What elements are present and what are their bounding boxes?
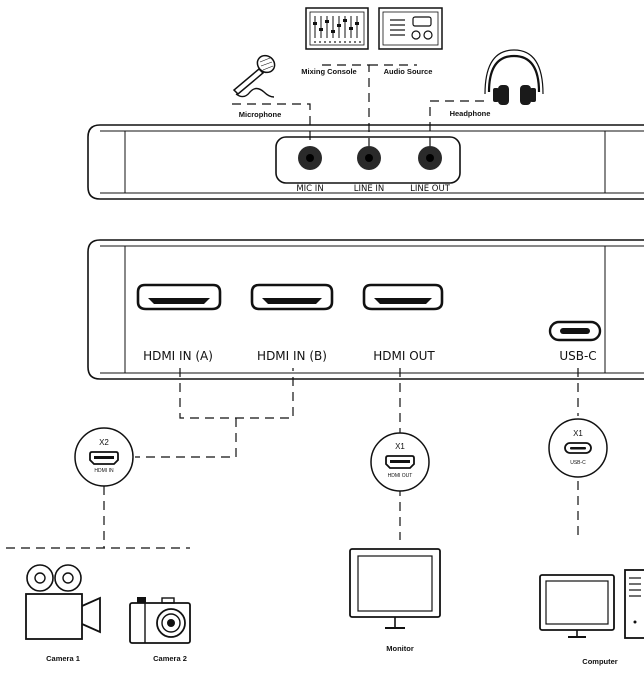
usb-c-icon — [564, 442, 592, 454]
hdmi-in-a-port — [136, 283, 222, 311]
mic-in-jack — [298, 146, 322, 170]
microphone-icon — [232, 54, 276, 98]
hdmi-in-b-label: HDMI IN (B) — [257, 349, 327, 363]
badge-hdmi-out-label: HDMI OUT — [388, 473, 413, 479]
mixing-console-icon — [305, 7, 369, 50]
computer-label: Computer — [582, 657, 617, 666]
camera1-label: Camera 1 — [46, 654, 80, 663]
hdmi-out-label: HDMI OUT — [373, 349, 435, 363]
badge-hdmi-out: X1 HDMI OUT — [370, 432, 430, 492]
line-out-jack — [418, 146, 442, 170]
badge-usb-c-label: USB-C — [570, 460, 586, 466]
headphone-icon — [484, 49, 544, 105]
hdmi-icon — [385, 455, 415, 469]
usb-c-label: USB-C — [559, 349, 596, 363]
line-in-jack — [357, 146, 381, 170]
video-camera-icon — [25, 564, 101, 640]
audio-source-label: Audio Source — [384, 67, 433, 76]
hdmi-in-a-label: HDMI IN (A) — [143, 349, 213, 363]
camera2-label: Camera 2 — [153, 654, 187, 663]
badge-usb-c-count: X1 — [573, 429, 583, 438]
hdmi-in-b-port — [250, 283, 334, 311]
mixing-console-label: Mixing Console — [301, 67, 356, 76]
line-in-label: LINE IN — [354, 184, 385, 194]
headphone-label: Headphone — [450, 109, 491, 118]
audio-panel: MIC IN LINE IN LINE OUT — [87, 124, 644, 200]
photo-camera-icon — [129, 597, 191, 644]
audio-connectors — [232, 64, 490, 146]
badge-hdmi-in-count: X2 — [99, 438, 109, 447]
badge-hdmi-out-count: X1 — [395, 442, 405, 451]
audio-source-icon — [378, 7, 443, 50]
monitor-icon — [349, 548, 441, 629]
computer-icon — [539, 569, 644, 639]
video-connectors — [6, 368, 579, 549]
line-out-label: LINE OUT — [410, 184, 451, 194]
microphone-label: Microphone — [239, 110, 282, 119]
video-panel: HDMI IN (A) HDMI IN (B) HDMI OUT USB-C — [87, 239, 644, 380]
usb-c-port — [548, 320, 602, 342]
hdmi-out-port — [362, 283, 444, 311]
badge-hdmi-in: X2 HDMI IN — [74, 427, 134, 487]
hdmi-icon — [89, 451, 119, 465]
badge-hdmi-in-label: HDMI IN — [94, 468, 114, 474]
monitor-label: Monitor — [386, 644, 414, 653]
mic-in-label: MIC IN — [296, 184, 323, 194]
badge-usb-c: X1 USB-C — [548, 418, 608, 478]
